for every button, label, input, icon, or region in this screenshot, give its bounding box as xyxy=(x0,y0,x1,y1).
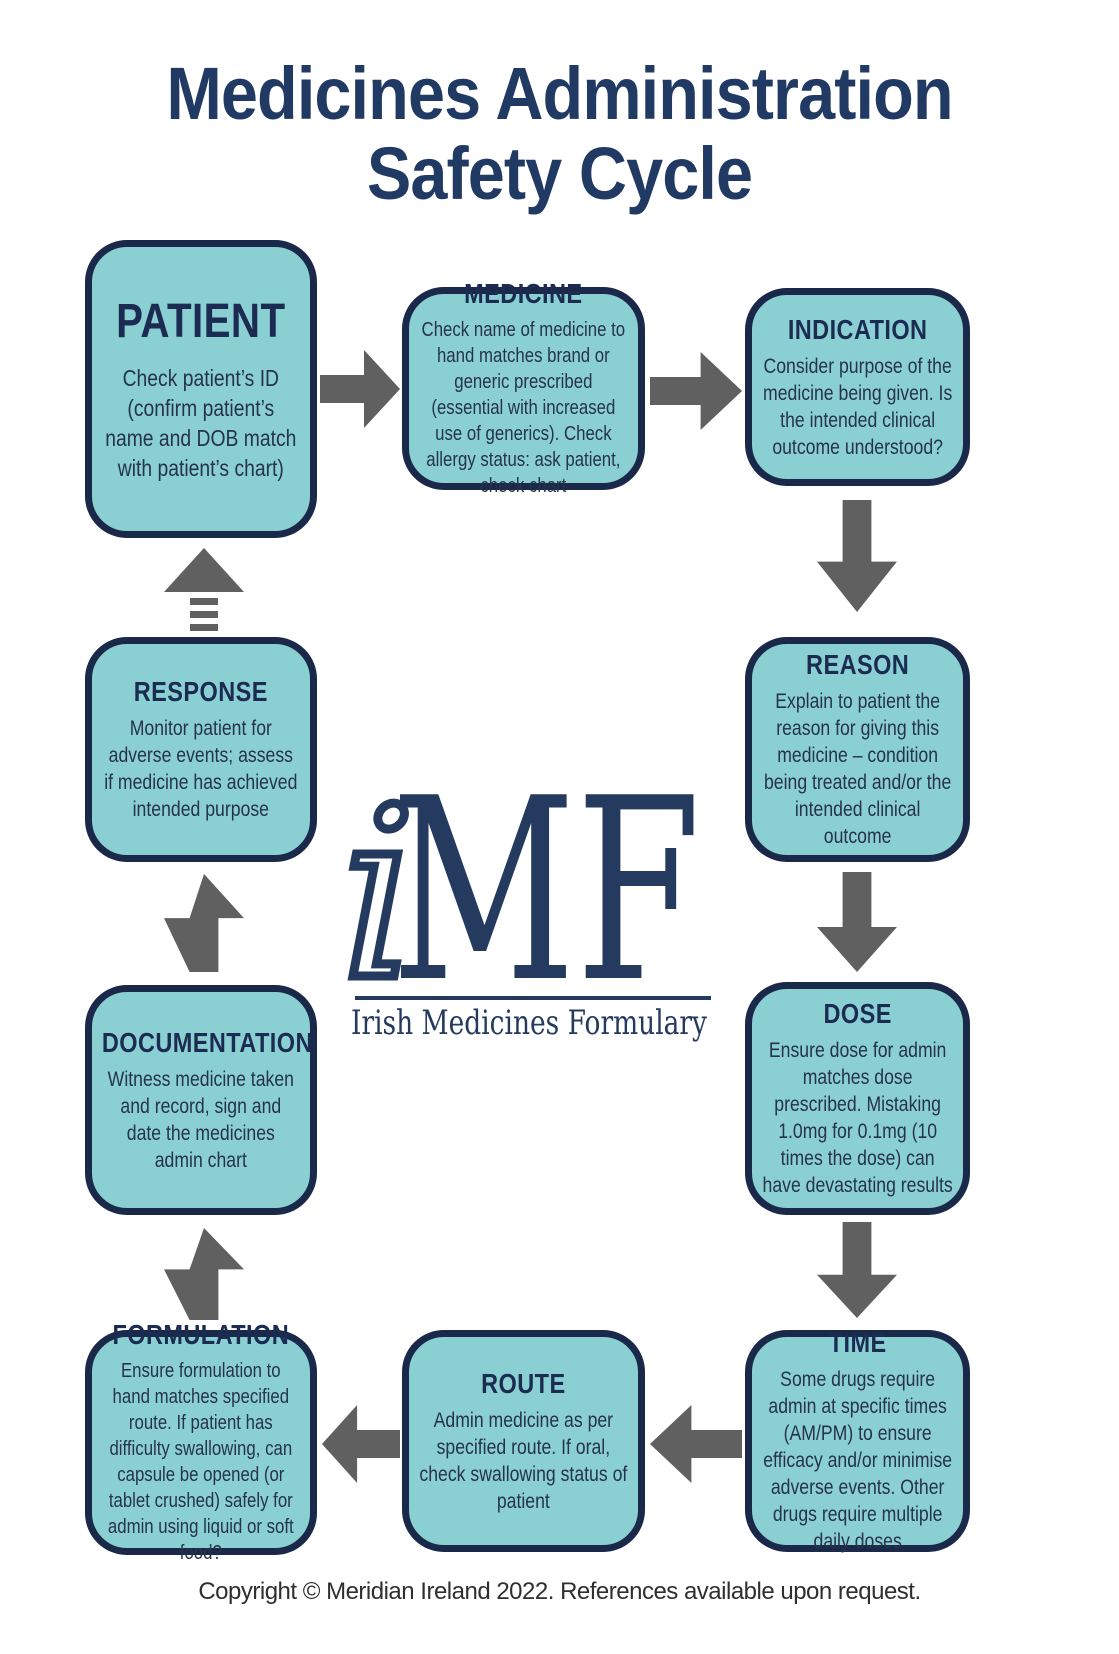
arrow-documentation-to-response-icon xyxy=(164,874,244,972)
arrow-route-to-formulation-icon xyxy=(322,1405,400,1483)
imf-logo: i MF Irish Medicines Formulary xyxy=(337,745,711,1043)
box-dose-title: DOSE xyxy=(823,998,892,1029)
box-patient: PATIENT Check patient’s ID (confirm pati… xyxy=(85,240,317,538)
arrow-formulation-to-documentation-icon xyxy=(164,1228,244,1320)
box-time: TIME Some drugs require admin at specifi… xyxy=(745,1327,970,1553)
box-indication: INDICATION Consider purpose of the medic… xyxy=(745,288,970,486)
box-route: ROUTE Admin medicine as per specified ro… xyxy=(402,1330,645,1552)
box-reason: REASON Explain to patient the reason for… xyxy=(745,637,970,862)
box-documentation: DOCUMENTATION Witness medicine taken and… xyxy=(85,985,317,1215)
box-route-body: Admin medicine as per specified route. I… xyxy=(419,1408,628,1513)
arrow-indication-to-reason-icon xyxy=(817,500,897,612)
arrow-dash xyxy=(190,611,218,618)
box-formulation-title: FORMULATION xyxy=(112,1319,290,1350)
box-route-title: ROUTE xyxy=(481,1367,566,1399)
page-title: Medicines Administration Safety Cycle xyxy=(56,54,1063,214)
imf-logo-mf: MF xyxy=(391,745,701,1038)
box-medicine: MEDICINE Check name of medicine to hand … xyxy=(402,278,645,497)
arrow-dash xyxy=(190,624,218,631)
box-medicine-title: MEDICINE xyxy=(464,278,583,309)
page-title-line2: Safety Cycle xyxy=(366,132,753,215)
arrow-medicine-to-indication-icon xyxy=(650,352,742,430)
arrow-time-to-route-icon xyxy=(650,1405,742,1483)
box-indication-body: Consider purpose of the medicine being g… xyxy=(762,354,953,459)
arrow-response-to-patient-icon xyxy=(164,548,244,631)
imf-logo-i: i xyxy=(341,759,416,1032)
arrow-patient-to-medicine-icon xyxy=(320,350,400,428)
copyright-text: Copyright © Meridian Ireland 2022. Refer… xyxy=(198,1578,921,1605)
box-formulation-body: Ensure formulation to hand matches speci… xyxy=(108,1360,294,1564)
arrow-dose-to-time-icon xyxy=(817,1222,897,1318)
box-patient-title: PATIENT xyxy=(116,295,286,348)
box-indication-title: INDICATION xyxy=(787,313,928,345)
box-documentation-body: Witness medicine taken and record, sign … xyxy=(107,1067,295,1172)
arrow-reason-to-dose-icon xyxy=(817,872,897,972)
arrow-head xyxy=(164,548,244,592)
arrow-dash xyxy=(190,598,218,605)
box-dose: DOSE Ensure dose for admin matches dose … xyxy=(745,982,970,1215)
box-time-title: TIME xyxy=(828,1327,887,1358)
box-response: RESPONSE Monitor patient for adverse eve… xyxy=(85,637,317,862)
box-reason-body: Explain to patient the reason for giving… xyxy=(763,690,952,848)
box-reason-title: REASON xyxy=(805,649,910,680)
box-formulation: FORMULATION Ensure formulation to hand m… xyxy=(85,1319,317,1564)
box-patient-body: Check patient’s ID (confirm patient’s na… xyxy=(105,365,297,481)
imf-logo-name: Irish Medicines Formulary xyxy=(351,1003,708,1043)
page-title-line1: Medicines Administration xyxy=(166,52,953,135)
box-time-body: Some drugs require admin at specific tim… xyxy=(763,1368,952,1553)
box-response-body: Monitor patient for adverse events; asse… xyxy=(104,717,298,821)
box-dose-body: Ensure dose for admin matches dose presc… xyxy=(762,1039,953,1197)
box-response-title: RESPONSE xyxy=(133,676,269,707)
box-medicine-body: Check name of medicine to hand matches b… xyxy=(421,319,626,497)
box-documentation-title: DOCUMENTATION xyxy=(102,1026,314,1058)
